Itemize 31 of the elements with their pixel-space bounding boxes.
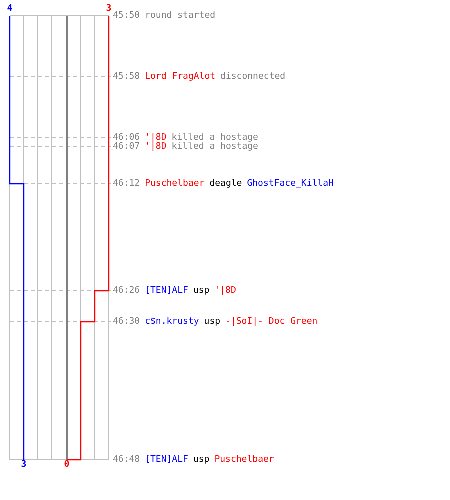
weapon-name: usp bbox=[204, 318, 221, 326]
player-name: c$n.krusty bbox=[145, 318, 200, 326]
timestamp: 45:50 bbox=[113, 12, 140, 20]
player-name: [TEN]ALF bbox=[145, 456, 188, 464]
player-name: GhostFace_KillaH bbox=[247, 180, 334, 188]
event-text: killed a hostage bbox=[172, 134, 258, 142]
timestamp: 46:30 bbox=[113, 318, 140, 326]
weapon-name: usp bbox=[193, 456, 210, 464]
timestamp: 46:12 bbox=[113, 180, 140, 188]
timestamp: 46:07 bbox=[113, 142, 140, 152]
player-name: '|8D bbox=[214, 286, 236, 296]
weapon-name: usp bbox=[193, 286, 210, 296]
event-text: round started bbox=[145, 12, 216, 20]
player-name: -|SoI|- Doc Green bbox=[226, 318, 318, 326]
team-count-label: 4 bbox=[7, 4, 13, 14]
team-count-label: 3 bbox=[106, 4, 112, 14]
player-name: '|8D bbox=[145, 134, 167, 142]
event-text: disconnected bbox=[220, 72, 286, 82]
player-name: '|8D bbox=[145, 142, 167, 152]
timestamp: 46:26 bbox=[113, 286, 140, 296]
team-count-label: 0 bbox=[64, 460, 70, 470]
timestamp: 45:58 bbox=[113, 72, 140, 82]
player-name: [TEN]ALF bbox=[145, 286, 188, 296]
team-count-label: 3 bbox=[21, 460, 27, 470]
event-text: killed a hostage bbox=[172, 142, 258, 152]
timestamp: 46:06 bbox=[113, 134, 140, 142]
timestamp: 46:48 bbox=[113, 456, 140, 464]
player-name: Puschelbaer bbox=[214, 456, 274, 464]
weapon-name: deagle bbox=[210, 180, 242, 188]
player-name: Lord FragAlot bbox=[145, 72, 216, 82]
player-name: Puschelbaer bbox=[145, 180, 205, 188]
